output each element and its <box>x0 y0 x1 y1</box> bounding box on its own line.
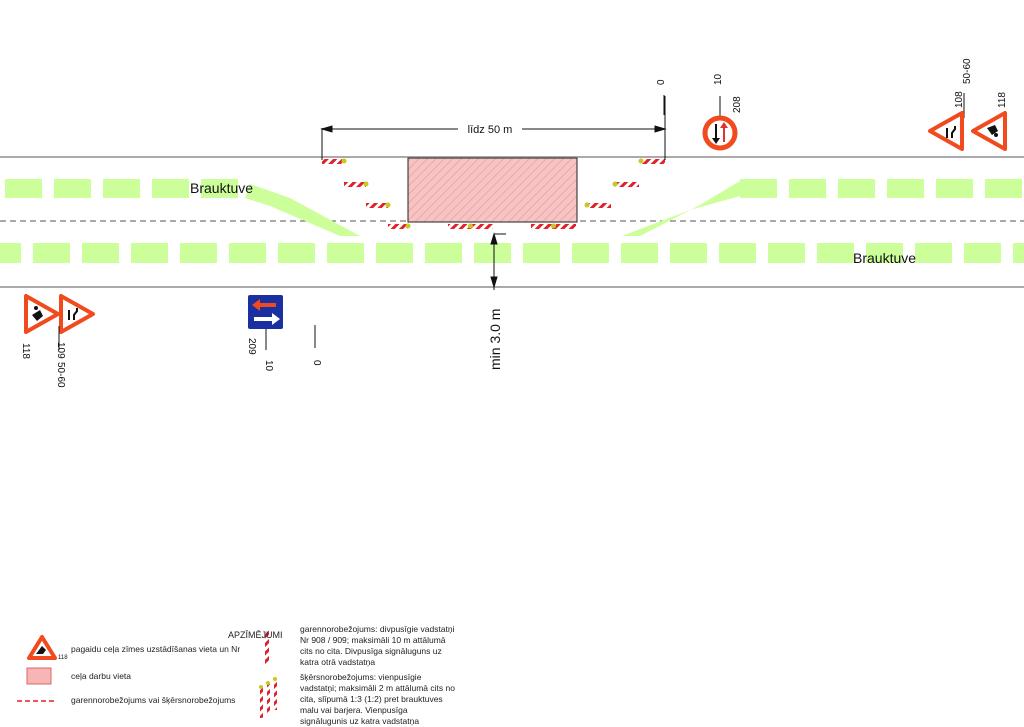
road-narrows-sign-icon <box>59 294 95 334</box>
lane-dash <box>82 243 119 263</box>
legend-longitudinal-text: garennorobežojums: divpusīgie vadstatņi … <box>300 624 455 667</box>
lane-dash <box>0 243 21 263</box>
marker-10-top: 10 <box>713 73 724 85</box>
signal-light-icon <box>385 202 391 208</box>
lane-dash <box>474 243 511 263</box>
marker-0-bottom: 0 <box>311 360 322 366</box>
width-dimension <box>490 232 506 290</box>
sign-number-208: 208 <box>732 96 743 113</box>
road-label-bottom: Brauktuve <box>853 250 916 266</box>
lane-dash <box>1013 243 1024 263</box>
legend-sign-icon <box>27 635 57 660</box>
sign-number-209: 209 <box>246 338 257 355</box>
taper-right <box>622 181 740 236</box>
sign-number-108: 108 <box>954 91 965 108</box>
min-width-label: min 3.0 m <box>487 309 503 370</box>
lane-dash <box>54 179 91 198</box>
legend-transverse-barrier-icon <box>259 677 277 718</box>
marker-0-top: 0 <box>656 79 667 85</box>
barrier <box>587 203 611 208</box>
lane-dash <box>915 243 952 263</box>
signal-light-icon <box>363 181 369 187</box>
lane-dash <box>180 243 217 263</box>
barrier <box>366 203 388 208</box>
legend-sign-text: pagaidu ceļa zīmes uzstādīšanas vieta un… <box>71 644 241 654</box>
signal-light-icon <box>405 223 411 229</box>
signal-light-icon <box>612 181 618 187</box>
lane-dash <box>103 179 140 198</box>
lane-dash <box>327 243 364 263</box>
signal-light-icon <box>341 158 347 164</box>
barriers <box>322 158 665 229</box>
lane-dash <box>670 243 707 263</box>
length-dimension <box>320 96 667 160</box>
legend-work-zone-icon <box>26 667 52 685</box>
road-label-top: Brauktuve <box>190 180 253 196</box>
signal-light-icon <box>551 223 556 229</box>
lane-dash <box>523 243 560 263</box>
barrier <box>615 182 639 187</box>
lane-dash <box>740 179 777 198</box>
roadworks-sign-icon <box>24 294 60 334</box>
no-overtaking-sign-icon <box>702 115 738 151</box>
signal-light-icon <box>638 158 644 164</box>
lane-dash <box>201 179 238 198</box>
lane-dash <box>789 179 826 198</box>
lane-markings <box>0 179 1024 263</box>
lane-dash <box>376 243 413 263</box>
barrier <box>322 159 344 164</box>
lane-dash <box>719 243 756 263</box>
taper-left <box>245 184 360 236</box>
barrier <box>344 182 366 187</box>
length-label: līdz 50 m <box>468 124 513 136</box>
lane-dash <box>278 243 315 263</box>
legend-work-zone-text: ceļa darbu vieta <box>71 671 132 681</box>
barrier <box>641 159 665 164</box>
sign-number-118-bottom: 118 <box>20 343 31 359</box>
work-zone <box>407 157 578 223</box>
lane-dash <box>621 243 658 263</box>
legend-sign-number: 118 <box>58 655 68 661</box>
lane-dash <box>425 243 462 263</box>
lane-dash <box>152 179 189 198</box>
legend-longitudinal-barrier-icon <box>265 630 269 664</box>
lane-dash <box>985 179 1022 198</box>
distance-bottom: 50-60 <box>55 362 66 388</box>
lane-dash <box>964 243 1001 263</box>
legend-transverse-text: šķērsnorobežojums: vienpusīgie vadstatņi… <box>300 672 455 726</box>
barrier <box>388 224 408 229</box>
signal-light-icon <box>584 202 590 208</box>
lane-dash <box>887 179 924 198</box>
sign-number-109: 109 <box>55 342 66 359</box>
lane-dash <box>33 243 70 263</box>
lane-dash <box>936 179 973 198</box>
lane-dash <box>817 243 854 263</box>
lane-dash <box>866 243 903 263</box>
legend-title: APZĪMĒJUMI <box>228 630 283 640</box>
lane-dash <box>131 243 168 263</box>
legend-dashed-text: garennorobežojums vai šķērsnorobežojums <box>71 695 236 705</box>
lane-dash <box>5 179 42 198</box>
lane-dash <box>838 179 875 198</box>
distance-top: 50-60 <box>962 58 973 84</box>
roadworks-sign-icon <box>971 111 1007 151</box>
signal-light-icon <box>468 223 473 229</box>
lane-dash <box>768 243 805 263</box>
priority-oncoming-sign-icon <box>248 295 283 329</box>
road-narrows-sign-icon <box>928 111 964 151</box>
lane-dash <box>229 243 266 263</box>
lane-dash <box>572 243 609 263</box>
marker-10-bottom: 10 <box>263 360 274 372</box>
sign-number-118-top: 118 <box>997 92 1008 108</box>
